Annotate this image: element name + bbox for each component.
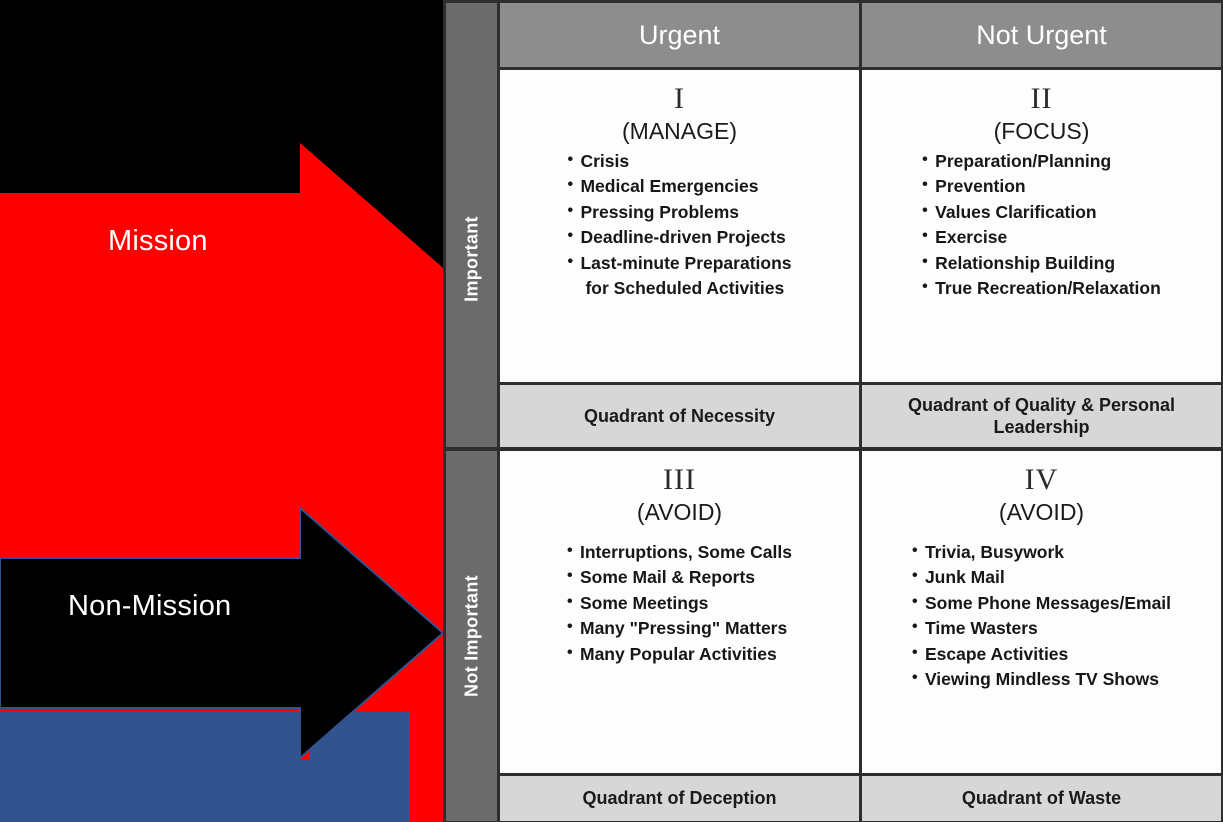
matrix-header-row: Urgent Not Urgent	[446, 3, 1221, 70]
quadrant-4-list: Trivia, Busywork Junk Mail Some Phone Me…	[912, 539, 1171, 692]
list-item: Last-minute Preparations	[567, 249, 791, 276]
list-item: Crisis	[567, 148, 791, 174]
matrix-corner-cell	[446, 3, 500, 70]
time-management-matrix: Urgent Not Urgent Important I (MANAGE) C…	[443, 0, 1223, 822]
list-item: Prevention	[922, 173, 1161, 199]
quadrant-4-footer: Quadrant of Waste	[862, 773, 1221, 821]
quadrant-4[interactable]: IV (AVOID) Trivia, Busywork Junk Mail So…	[859, 451, 1221, 821]
quadrant-2-footer: Quadrant of Quality & Personal Leadershi…	[862, 382, 1221, 447]
quadrant-2-body: II (FOCUS) Preparation/Planning Preventi…	[862, 70, 1221, 382]
mission-arrow-label: Mission	[108, 225, 208, 257]
quadrant-4-body: IV (AVOID) Trivia, Busywork Junk Mail So…	[862, 451, 1221, 773]
list-item: Some Meetings	[567, 590, 792, 616]
row-label-important-text: Important	[461, 215, 481, 302]
list-item: Exercise	[922, 224, 1161, 250]
list-item: Many Popular Activities	[567, 640, 792, 667]
list-item: Some Phone Messages/Email	[912, 590, 1171, 616]
quadrant-1-body: I (MANAGE) Crisis Medical Emergencies Pr…	[500, 70, 859, 382]
quadrant-3-body: III (AVOID) Interruptions, Some Calls So…	[500, 451, 859, 773]
quadrant-2-verb: (FOCUS)	[993, 118, 1090, 144]
quadrant-4-verb: (AVOID)	[998, 499, 1085, 525]
arrows-graphic	[0, 0, 443, 822]
quadrant-2-numeral: II	[1030, 82, 1053, 115]
list-item: Pressing Problems	[567, 199, 791, 225]
blue-accent-overlay	[0, 712, 410, 822]
quadrant-2[interactable]: II (FOCUS) Preparation/Planning Preventi…	[859, 70, 1221, 447]
list-item: Escape Activities	[912, 640, 1171, 667]
list-item: Junk Mail	[912, 564, 1171, 590]
list-item: True Recreation/Relaxation	[922, 275, 1161, 301]
list-item: Time Wasters	[912, 615, 1171, 641]
list-item: Values Clarification	[922, 199, 1161, 225]
mission-arrows-panel: Mission Non-Mission	[0, 0, 443, 822]
quadrant-1-numeral: I	[674, 82, 685, 115]
list-item: Viewing Mindless TV Shows	[912, 666, 1171, 692]
list-item: Deadline-driven Projects	[567, 224, 791, 250]
quadrant-2-list: Preparation/Planning Prevention Values C…	[922, 148, 1161, 301]
non-mission-arrow-label: Non-Mission	[68, 590, 232, 622]
list-item-continuation: for Scheduled Activities	[585, 277, 785, 298]
quadrant-3-numeral: III	[663, 463, 696, 496]
quadrant-1[interactable]: I (MANAGE) Crisis Medical Emergencies Pr…	[500, 70, 859, 447]
row-label-not-important-text: Not Important	[461, 575, 481, 697]
non-mission-arrow-shape	[0, 505, 443, 761]
column-header-not-urgent: Not Urgent	[859, 3, 1221, 70]
list-item: Relationship Building	[922, 249, 1161, 276]
matrix-mid-divider	[446, 447, 1221, 451]
list-item: Preparation/Planning	[922, 148, 1161, 174]
quadrant-3-verb: (AVOID)	[636, 499, 723, 525]
matrix-row-not-important: Not Important III (AVOID) Interruptions,…	[446, 451, 1221, 821]
list-item: Medical Emergencies	[567, 173, 791, 199]
quadrant-1-verb: (MANAGE)	[622, 118, 737, 144]
column-header-urgent: Urgent	[500, 3, 859, 70]
quadrant-1-footer: Quadrant of Necessity	[500, 382, 859, 447]
quadrant-1-list: Crisis Medical Emergencies Pressing Prob…	[567, 148, 791, 301]
quadrant-3[interactable]: III (AVOID) Interruptions, Some Calls So…	[500, 451, 859, 821]
list-item: Many "Pressing" Matters	[567, 615, 792, 641]
list-item: Trivia, Busywork	[912, 539, 1171, 565]
list-item: Interruptions, Some Calls	[567, 539, 792, 565]
row-label-important: Important	[446, 70, 500, 447]
list-item: Some Mail & Reports	[567, 564, 792, 590]
quadrant-4-numeral: IV	[1024, 463, 1059, 496]
matrix-row-important: Important I (MANAGE) Crisis Medical Emer…	[446, 70, 1221, 447]
row-label-not-important: Not Important	[446, 451, 500, 821]
quadrant-3-list: Interruptions, Some Calls Some Mail & Re…	[567, 539, 792, 667]
quadrant-3-footer: Quadrant of Deception	[500, 773, 859, 821]
